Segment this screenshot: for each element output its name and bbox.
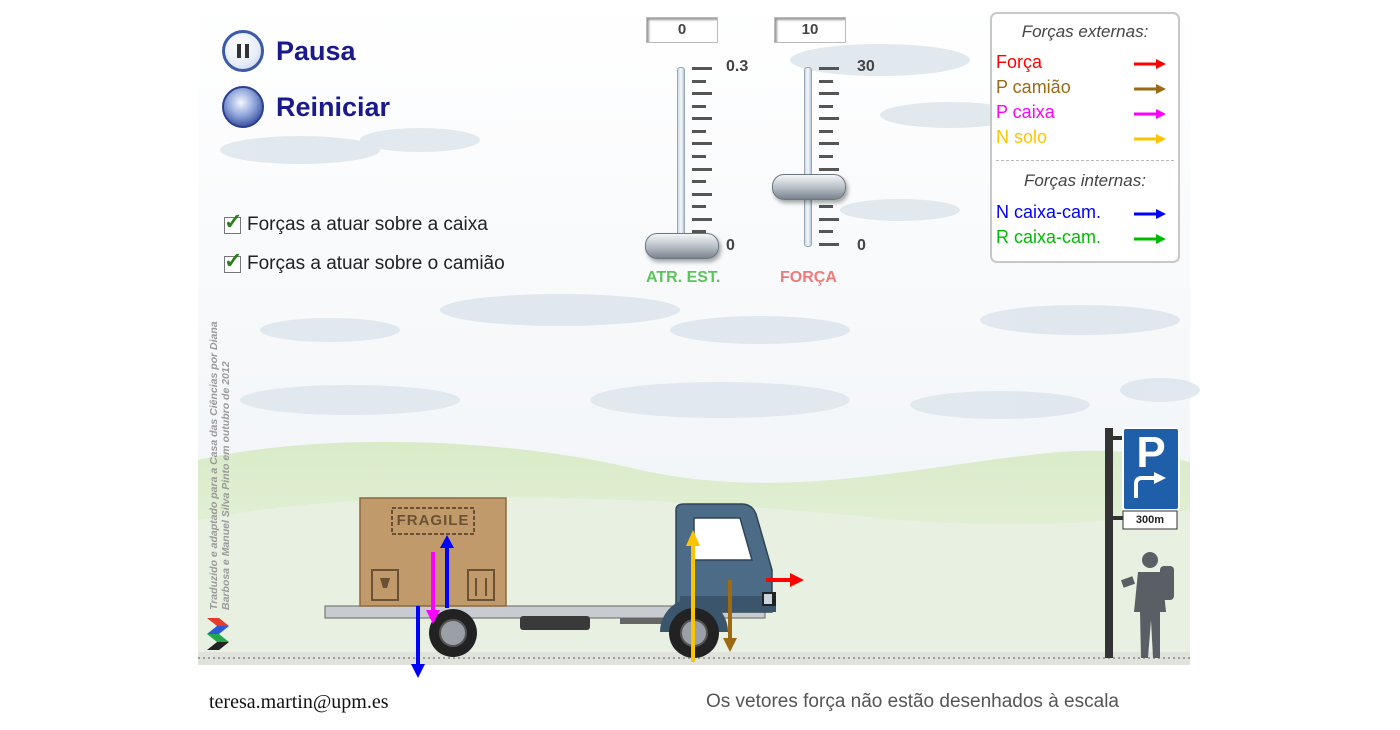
truck-force-vectors [686, 530, 804, 662]
slider-tick [819, 142, 839, 146]
slider-tick [819, 79, 833, 83]
author-email: teresa.martin@upm.es [209, 691, 389, 713]
slider-tick [692, 217, 712, 221]
slider-tick [692, 230, 706, 234]
checkbox-square[interactable]: ✓ [224, 210, 242, 234]
reset-icon [222, 86, 264, 128]
legend-label: N caixa-cam. [996, 202, 1102, 222]
arrow-right-icon [1134, 109, 1166, 119]
slider-tick [819, 129, 833, 133]
clouds [220, 44, 1200, 419]
arrow-right-icon [1134, 84, 1166, 94]
legend-item-p-camiao: P camião [996, 77, 1172, 101]
parking-sign-letter: P [1136, 428, 1166, 477]
friction-min-label: 0 [726, 237, 735, 254]
slider-tick [819, 217, 839, 221]
checkbox-square[interactable]: ✓ [224, 249, 242, 273]
legend-item-forca: Força [996, 52, 1172, 76]
force-max-label: 30 [857, 58, 875, 75]
parking-sign [1105, 427, 1180, 658]
legend-label: P camião [996, 77, 1071, 97]
slider-tick [819, 104, 833, 108]
legend-label: R caixa-cam. [996, 227, 1102, 247]
legend-label: Força [996, 52, 1043, 72]
arrow-right-icon [1134, 134, 1166, 144]
hiker-silhouette [1120, 552, 1174, 658]
slider-tick [692, 117, 712, 121]
legend-item-p-caixa: P caixa [996, 102, 1172, 126]
legend-label: N solo [996, 127, 1048, 147]
slider-tick [819, 67, 839, 70]
slider-tick [692, 180, 706, 184]
slider-tick [692, 129, 706, 133]
box-label: FRAGILE [396, 512, 470, 529]
casa-das-ciencias-logo [207, 618, 229, 650]
slider-tick [819, 167, 839, 171]
sign-distance: 300m [1135, 514, 1165, 526]
check-icon: ✓ [224, 247, 243, 273]
force-slider-track[interactable] [804, 67, 812, 247]
slider-tick [692, 79, 706, 83]
force-min-label: 0 [857, 237, 866, 254]
external-forces-title: Forças externas: [1021, 22, 1149, 41]
arrow-right-icon [1134, 209, 1166, 219]
box-force-vectors [411, 535, 454, 678]
slider-tick [692, 104, 706, 108]
checkbox-truck-forces[interactable]: ✓ Forças a atuar sobre o camião [224, 249, 505, 275]
pause-icon [222, 30, 264, 72]
pause-button[interactable]: Pausa [222, 30, 356, 72]
force-slider-thumb[interactable] [772, 173, 846, 200]
legend-divider [996, 160, 1174, 161]
friction-value-field[interactable]: 0 [646, 17, 718, 43]
slider-tick [819, 205, 833, 209]
arrow-right-icon [1134, 234, 1166, 244]
pause-label: Pausa [276, 35, 356, 66]
force-slider-name: FORÇA [780, 269, 837, 286]
slider-tick [819, 230, 833, 234]
slider-tick [692, 205, 706, 209]
legend-item-n-caixa-cam: N caixa-cam. [996, 202, 1172, 226]
scale-note: Os vetores força não estão desenhados à … [706, 691, 1119, 712]
slider-tick [692, 192, 712, 196]
arrow-right-icon [1134, 59, 1166, 69]
checkbox-box-forces[interactable]: ✓ Forças a atuar sobre a caixa [224, 210, 488, 236]
force-value-field[interactable]: 10 [774, 17, 846, 43]
legend-item-n-solo: N solo [996, 127, 1172, 151]
friction-max-label: 0.3 [726, 58, 749, 75]
reset-label: Reiniciar [276, 91, 391, 122]
slider-tick [819, 117, 839, 121]
slider-tick [692, 67, 712, 70]
internal-forces-title: Forças internas: [1024, 171, 1146, 190]
slider-tick [692, 92, 712, 96]
slider-tick [692, 167, 712, 171]
slider-tick [819, 243, 839, 246]
legend-item-r-caixa-cam: R caixa-cam. [996, 227, 1172, 251]
check-icon: ✓ [224, 208, 243, 234]
slider-tick [692, 142, 712, 146]
reset-button[interactable]: Reiniciar [222, 86, 390, 128]
slider-tick [692, 155, 706, 158]
forces-legend: Forças externas: Força P camião P caixa … [990, 12, 1180, 263]
checkbox-label: Forças a atuar sobre o camião [247, 253, 505, 274]
slider-tick [819, 155, 833, 158]
friction-slider-name: ATR. EST. [646, 269, 721, 286]
legend-label: P caixa [996, 102, 1055, 122]
friction-slider-thumb[interactable] [645, 233, 719, 259]
slider-tick [819, 92, 839, 96]
checkbox-label: Forças a atuar sobre a caixa [247, 214, 488, 235]
